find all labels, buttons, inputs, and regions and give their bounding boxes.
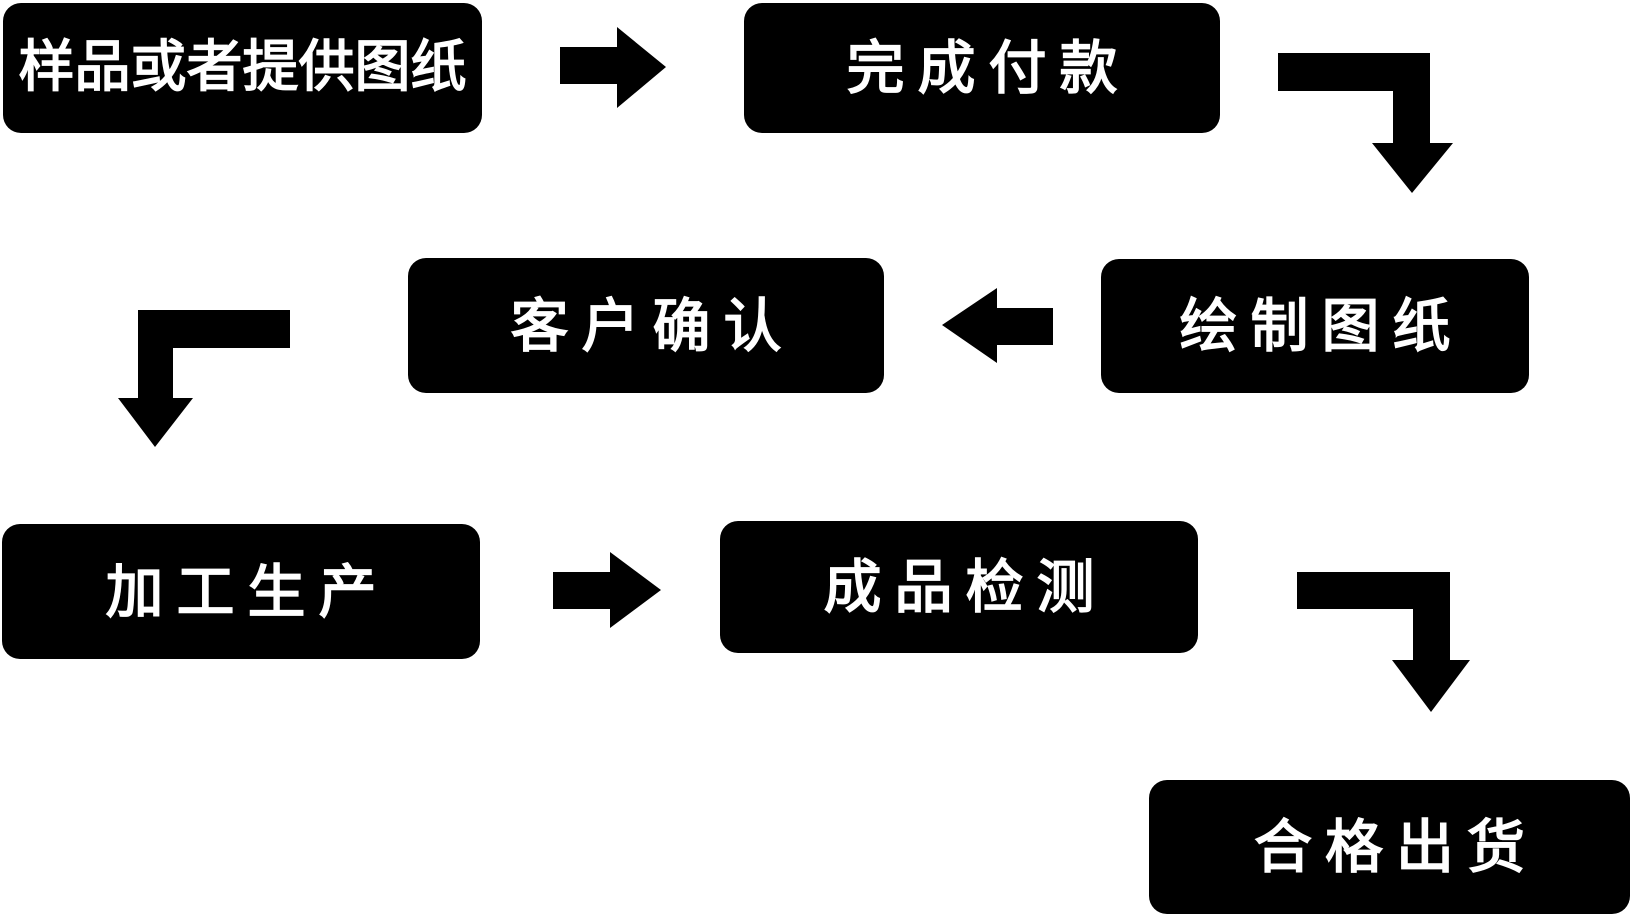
flow-node-product-inspection: 成品检测	[720, 521, 1198, 653]
flow-node-processing-production: 加工生产	[2, 524, 480, 659]
flow-node-label: 成品检测	[823, 553, 1108, 621]
arrow-right-icon	[553, 552, 661, 628]
flow-node-label: 完成付款	[846, 34, 1131, 102]
flow-node-complete-payment: 完成付款	[744, 3, 1220, 133]
flow-node-customer-confirmation: 客户确认	[408, 258, 884, 393]
flow-node-qualified-shipment: 合格出货	[1149, 780, 1630, 914]
arrow-right-icon	[560, 27, 666, 108]
flow-node-label: 样品或者提供图纸	[18, 35, 467, 100]
flow-node-label: 客户确认	[510, 291, 795, 360]
flow-node-sample-or-drawing: 样品或者提供图纸	[3, 3, 482, 133]
arrow-elbow-down-right-icon	[1278, 53, 1453, 193]
arrow-elbow-down-right-icon	[1297, 572, 1470, 712]
flow-node-label: 合格出货	[1253, 813, 1538, 881]
flow-node-label: 绘制图纸	[1179, 292, 1464, 360]
flow-node-label: 加工生产	[105, 557, 390, 626]
arrow-left-icon	[942, 288, 1053, 363]
flow-node-draw-drawings: 绘制图纸	[1101, 259, 1529, 393]
arrow-elbow-down-left-icon	[118, 310, 290, 447]
